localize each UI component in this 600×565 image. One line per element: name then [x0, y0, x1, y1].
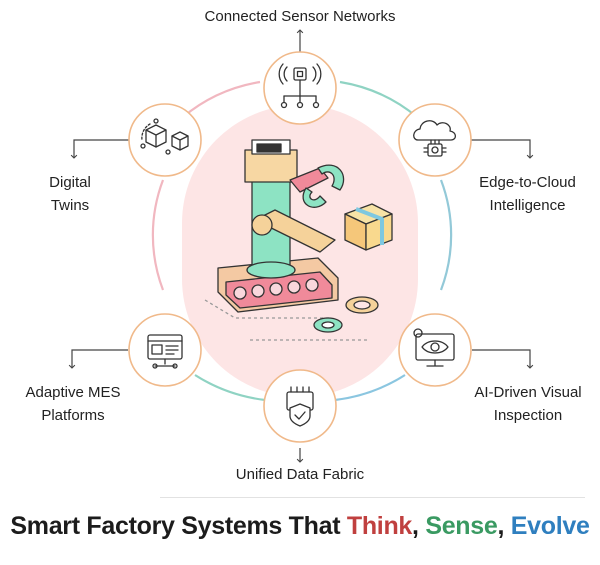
node-upper-left-label: Digital Twins — [20, 171, 120, 217]
node-lower-left-label: Adaptive MES Platforms — [8, 381, 138, 427]
node-upper-right-label-line2: Intelligence — [489, 197, 566, 214]
digital-twin-cubes-icon — [140, 118, 189, 155]
node-upper-right-label: Edge-to-Cloud Intelligence — [460, 171, 595, 217]
ring-arc-right — [439, 179, 453, 291]
node-lower-left-circle — [128, 313, 202, 387]
node-upper-left-label-line1: Digital — [49, 174, 91, 191]
node-top-label: Connected Sensor Networks — [204, 8, 396, 25]
arrow-lower-left — [68, 349, 128, 369]
center-background — [182, 105, 418, 397]
node-lower-left-label-line2: Platforms — [41, 407, 105, 424]
node-lower-left-label-line1: Adaptive MES — [25, 384, 121, 401]
arrow-upper-left — [70, 139, 130, 159]
node-upper-left-circle — [128, 103, 202, 177]
arrow-lower-right — [472, 349, 534, 369]
page-title: Smart Factory Systems That Think, Sense,… — [0, 512, 600, 541]
node-upper-right-label-line1: Edge-to-Cloud — [479, 174, 576, 191]
node-lower-right-label-line2: Inspection — [493, 407, 563, 424]
title-prefix: Smart Factory Systems That — [10, 512, 347, 540]
title-divider — [160, 497, 585, 498]
title-separator-1: , — [412, 512, 426, 540]
title-word-evolve: Evolve — [510, 512, 590, 540]
title-word-think: Think — [346, 512, 413, 540]
node-upper-left-label-line2: Twins — [50, 197, 90, 214]
shield-data-icon — [286, 386, 314, 427]
label-connectors — [68, 29, 534, 463]
ring-arc-bottom-right — [334, 374, 406, 402]
ring-arc-bottom-left — [194, 374, 266, 402]
title-separator-2: , — [497, 512, 511, 540]
ring-arc-left — [151, 179, 165, 291]
arrow-upper-right — [470, 139, 534, 159]
node-lower-right-circle — [398, 313, 472, 387]
node-lower-right-label-line1: AI-Driven Visual — [474, 384, 582, 401]
connector-ring — [151, 80, 453, 402]
mes-dashboard-icon — [147, 334, 183, 369]
ring-arc-top-left — [182, 80, 261, 118]
sensor-network-icon — [278, 63, 322, 109]
cloud-chip-icon — [413, 120, 457, 157]
title-word-sense: Sense — [425, 512, 498, 540]
robot-arm-illustration — [204, 139, 393, 341]
node-bottom-label: Unified Data Fabric — [235, 466, 365, 483]
eye-monitor-icon — [413, 328, 455, 367]
ring-arc-top-right — [339, 80, 418, 118]
node-lower-right-label: AI-Driven Visual Inspection — [458, 381, 598, 427]
